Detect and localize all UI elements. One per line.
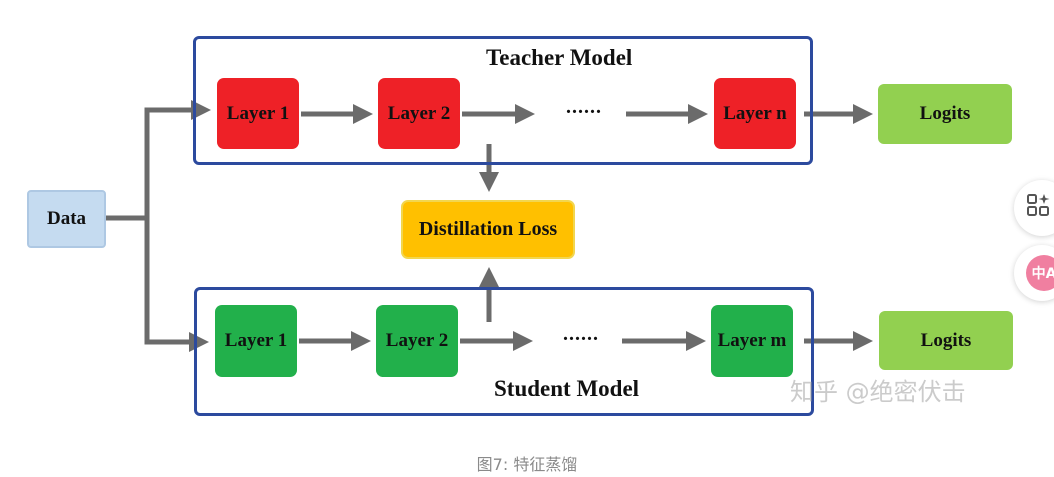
teacher-layer-2: Layer 2 — [378, 78, 460, 149]
figure-caption: 图7: 特征蒸馏 — [476, 455, 578, 474]
student-layer-1: Layer 1 — [215, 305, 297, 377]
teacher-model-title: Teacher Model — [486, 45, 633, 70]
translate-button[interactable]: 中A — [1014, 245, 1054, 301]
arrow-split-to-teacher — [144, 100, 212, 218]
teacher-logits: Logits — [878, 84, 1012, 144]
student-model-frame — [194, 287, 814, 416]
student-logits: Logits — [879, 311, 1013, 370]
ai-tools-button[interactable] — [1014, 180, 1054, 236]
student-model-title: Student Model — [494, 376, 640, 401]
student-layer-2: Layer 2 — [376, 305, 458, 377]
zhihu-watermark: 知乎 @绝密伏击 — [790, 378, 966, 406]
arrow-split-to-student — [144, 218, 210, 352]
teacher-ellipsis: ...... — [566, 96, 602, 118]
grid-sparkle-icon — [1026, 193, 1052, 224]
data-input-box: Data — [27, 190, 106, 248]
student-layer-m: Layer m — [711, 305, 793, 377]
teacher-model-frame — [193, 36, 813, 165]
distillation-loss-box: Distillation Loss — [401, 200, 575, 259]
translate-icon: 中A — [1026, 255, 1054, 291]
student-ellipsis: ...... — [563, 323, 599, 345]
teacher-layer-n: Layer n — [714, 78, 796, 149]
teacher-layer-1: Layer 1 — [217, 78, 299, 149]
